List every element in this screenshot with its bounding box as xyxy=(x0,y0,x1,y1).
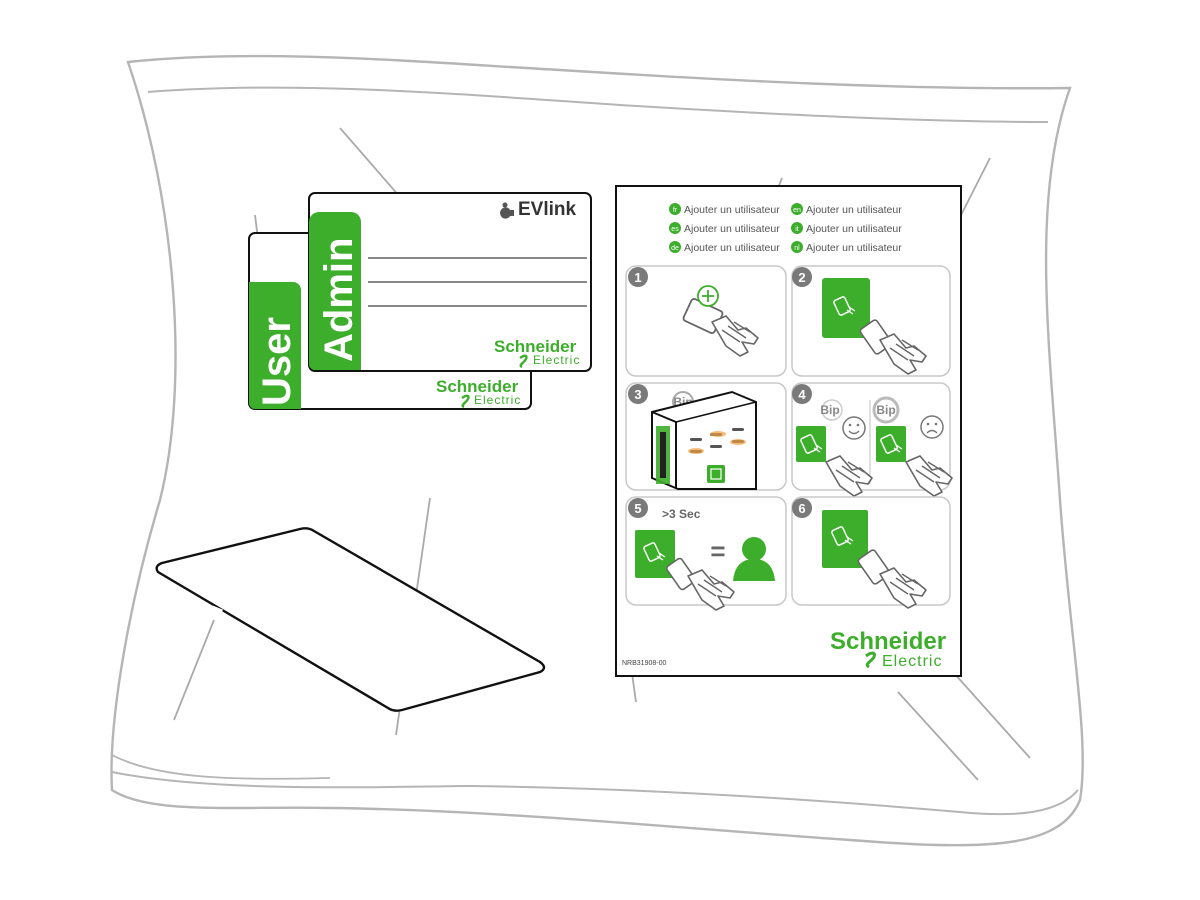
step-panel-4: 4 Bip Bip xyxy=(791,382,953,497)
ev-plug-icon xyxy=(500,202,514,219)
lang-text: Ajouter un utilisateur xyxy=(806,204,902,216)
happy-face-icon xyxy=(842,416,866,440)
instruction-leaflet: fr Ajouter un utilisateur en Ajouter un … xyxy=(615,185,962,677)
admin-card-brand-line1: Schneider xyxy=(494,337,577,356)
leaflet-brand-line1: Schneider xyxy=(830,628,946,655)
lang-text: Ajouter un utilisateur xyxy=(684,223,780,235)
user-card-brand-line2: Electric xyxy=(474,393,521,407)
leaflet-reference: NRB31908-00 xyxy=(622,660,666,667)
step-number: 4 xyxy=(798,387,806,402)
step-number: 5 xyxy=(634,501,641,516)
lang-code: es xyxy=(671,226,679,233)
step-number: 3 xyxy=(634,387,641,402)
lang-text: Ajouter un utilisateur xyxy=(684,204,780,216)
admin-card-brand-line2: Electric xyxy=(533,353,580,367)
step-number: 6 xyxy=(798,501,805,516)
hold-duration: >3 Sec xyxy=(662,507,701,521)
language-list: fr Ajouter un utilisateur en Ajouter un … xyxy=(669,203,902,254)
lang-code: de xyxy=(671,245,679,252)
equals-sign: = xyxy=(710,536,725,566)
admin-card-label: Admin xyxy=(317,238,361,362)
step-number: 1 xyxy=(634,270,641,285)
lang-code: fr xyxy=(673,207,678,214)
lang-text: Ajouter un utilisateur xyxy=(806,242,902,254)
step-panel-5: 5 >3 Sec = xyxy=(625,496,787,611)
card-add-icon xyxy=(682,285,759,357)
schneider-logo-icon xyxy=(461,394,470,409)
schneider-logo-icon xyxy=(865,651,876,669)
step-panel-2: 2 xyxy=(791,265,951,377)
user-card-brand-line1: Schneider xyxy=(436,377,519,396)
blank-card xyxy=(155,527,546,712)
lang-code: nl xyxy=(794,245,800,252)
schneider-logo-icon xyxy=(519,354,528,369)
admin-card-product: EVlink xyxy=(518,199,577,220)
step-panel-1: 1 xyxy=(625,265,787,377)
step-panel-3: 3 Bip x3 xyxy=(625,382,787,491)
card-tap-icon xyxy=(822,278,927,375)
lang-text: Ajouter un utilisateur xyxy=(806,223,902,235)
step-panel-6: 6 xyxy=(791,496,951,609)
user-card-label: User xyxy=(255,317,299,406)
sad-face-icon xyxy=(920,415,944,439)
beep-fail-label: Bip xyxy=(876,403,895,417)
leaflet-brand-line2: Electric xyxy=(882,653,942,670)
charging-station-illustration xyxy=(651,390,757,490)
admin-card: Admin EVlink Schneider Electric xyxy=(308,192,592,372)
lang-code: en xyxy=(793,207,801,214)
step-number: 2 xyxy=(798,270,805,285)
beep-ok-label: Bip xyxy=(820,403,839,417)
user-icon xyxy=(733,537,775,581)
lang-code: it xyxy=(795,226,799,233)
lang-text: Ajouter un utilisateur xyxy=(684,242,780,254)
